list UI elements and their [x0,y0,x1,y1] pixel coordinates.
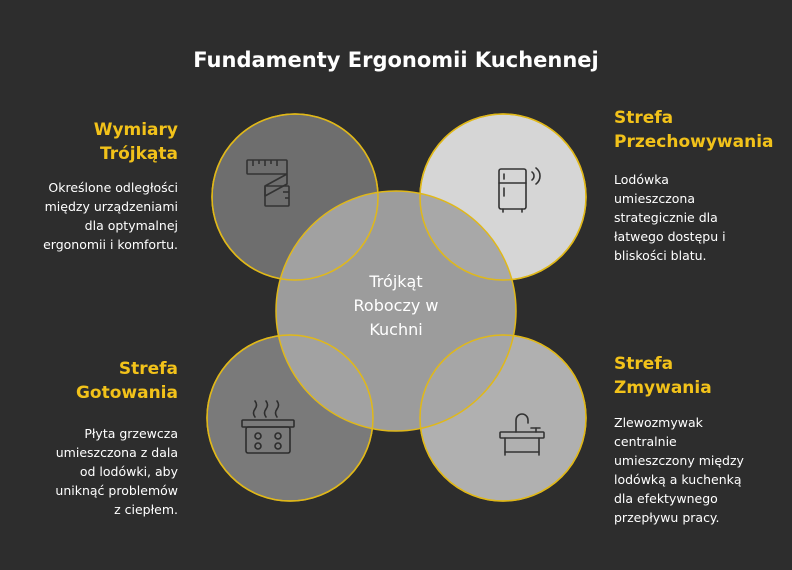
heading-triangle-dimensions: Wymiary Trójkąta [93,120,178,164]
page-title: Fundamenty Ergonomii Kuchennej [193,48,599,72]
heading-washing-zone: Strefa Zmywania [614,354,712,398]
center-label: Trójkąt Roboczy w Kuchni [320,270,472,342]
center-label-line: Trójkąt [369,272,423,291]
cooktop-icon [241,400,295,454]
measuring-tape-icon [246,159,290,207]
smart-fridge-icon [498,167,541,213]
center-label-line: Kuchni [369,320,423,339]
circle-work-triangle [275,190,517,432]
heading-cooking-zone: Strefa Gotowania [75,359,178,403]
desc-storage-zone: Lodówka umieszczona strategicznie dla ła… [614,172,726,263]
desc-triangle-dimensions: Określone odległości między urządzeniami… [43,180,178,252]
heading-storage-zone: Strefa Przechowywania [614,108,774,152]
center-label-line: Roboczy w [353,296,439,315]
desc-cooking-zone: Płyta grzewcza umieszczona z dala od lod… [55,426,178,517]
kitchen-sink-icon [499,413,545,456]
desc-washing-zone: Zlewozmywak centralnie umieszczony międz… [614,415,744,525]
